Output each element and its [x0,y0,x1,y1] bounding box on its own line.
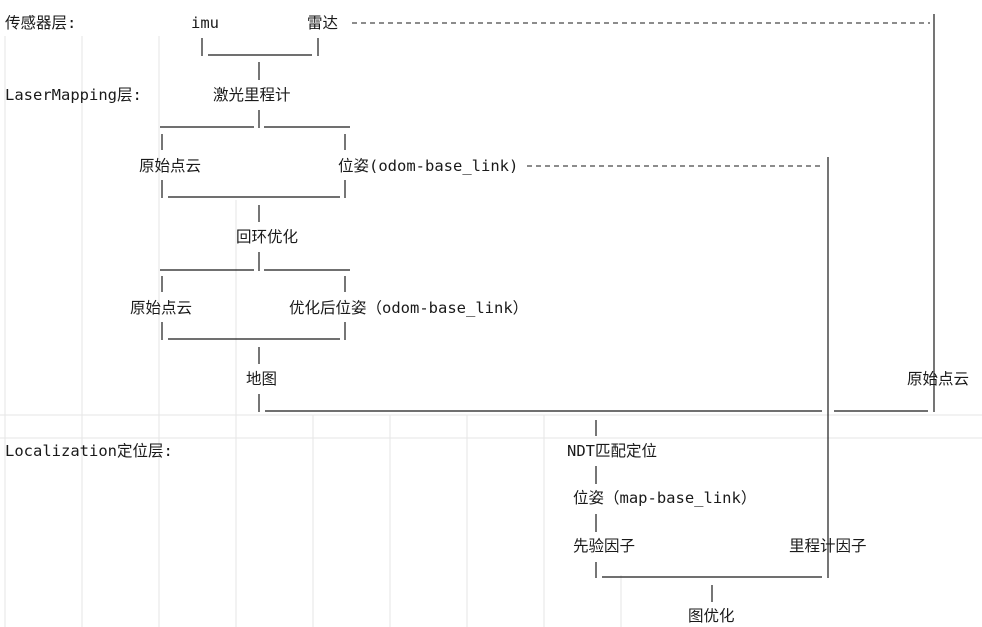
graph-opt-node: 图优化 [688,607,735,625]
raw-cloud-node-2: 原始点云 [130,299,193,317]
map-node: 地图 [246,370,278,388]
prior-factor-node: 先验因子 [573,537,636,555]
radar-node: 雷达 [307,14,339,32]
laser-odom-node: 激光里程计 [213,86,291,104]
odom-factor-node: 里程计因子 [789,537,867,555]
loop-opt-node: 回环优化 [236,228,299,246]
ndt-node: NDT匹配定位 [567,442,657,460]
opt-pose-node: 优化后位姿（odom-base_link） [289,299,529,317]
localization-layer-label: Localization定位层: [5,442,173,460]
laser-layer-label: LaserMapping层: [5,86,142,104]
sensor-layer-label: 传感器层: [5,14,77,32]
raw-cloud-node-1: 原始点云 [139,157,202,175]
imu-node: imu [191,14,219,32]
background-guides [0,36,982,627]
pose-odom-node: 位姿(odom-base_link) [338,157,519,175]
pose-map-node: 位姿（map-base_link） [573,489,757,507]
raw-cloud-node-3: 原始点云 [907,370,970,388]
